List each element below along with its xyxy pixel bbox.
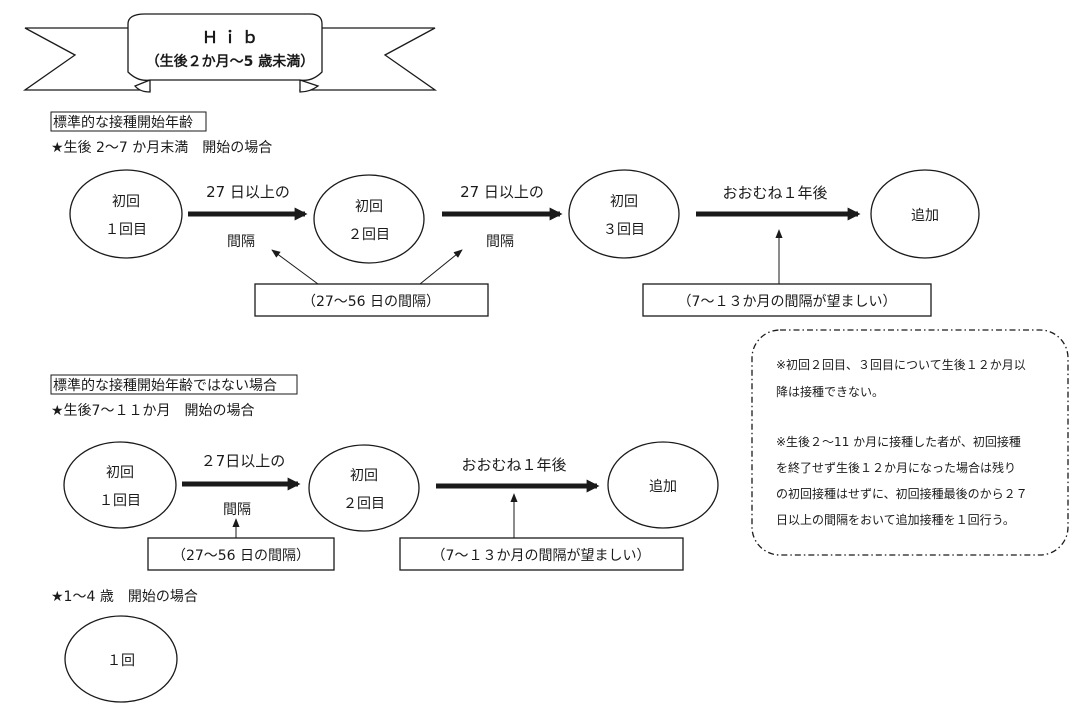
arrow1-label-top: ２7日以上の bbox=[201, 452, 286, 470]
node-dose3: 初回 ３回目 bbox=[568, 169, 680, 259]
section1-heading-box bbox=[50, 111, 207, 132]
section-standard: 標準的な接種開始年齢 ★生後 2～7 か月末満 開始の場合 初回 １回目 初回 … bbox=[50, 111, 980, 317]
title-banner: Ｈｉｂ （生後２か月～5 歳未満） bbox=[22, 13, 438, 93]
section-nonstandard: 標準的な接種開始年齢ではない場合 ★生後7～１１か月 開始の場合 初回 １回目 … bbox=[50, 374, 719, 571]
note-line: を終了せず生後１２か月になった場合は残り bbox=[776, 460, 1016, 475]
interval-box-text: （27～56 日の間隔） bbox=[302, 294, 440, 310]
pointer-right bbox=[419, 249, 463, 285]
section2-subheading: ★生後7～１１か月 開始の場合 bbox=[51, 403, 254, 419]
node-label-line2: ３回目 bbox=[603, 222, 645, 238]
banner-panel bbox=[127, 13, 323, 81]
node-label-line2: ２回目 bbox=[348, 227, 390, 243]
node-label: 追加 bbox=[911, 208, 939, 224]
pointer-left bbox=[271, 249, 319, 285]
interval-box-text: （7～１３か月の間隔が望ましい） bbox=[678, 294, 897, 310]
note-line: ※生後２～11 か月に接種した者が、初回接種 bbox=[776, 434, 1021, 449]
section1-heading: 標準的な接種開始年齢 bbox=[53, 114, 193, 131]
arrow2-label-bottom: 間隔 bbox=[486, 234, 514, 250]
interval-box-7-13: （7～１３か月の間隔が望ましい） bbox=[399, 537, 684, 571]
node-label-line2: ２回目 bbox=[343, 496, 385, 512]
node-dose2: 初回 ２回目 bbox=[313, 174, 425, 264]
node-label-line1: 初回 bbox=[355, 198, 383, 215]
arrow2-label: おおむね１年後 bbox=[461, 456, 566, 474]
note-box: ※初回２回目、３回目について生後１２か月以 降は接種できない。 ※生後２～11 … bbox=[751, 329, 1069, 556]
interval-box-27-56: （27～56 日の間隔） bbox=[254, 283, 489, 317]
node-label-line1: 初回 bbox=[610, 193, 638, 210]
note-line: 日以上の間隔をおいて追加接種を１回行う。 bbox=[776, 512, 1015, 527]
banner-right-curl bbox=[299, 79, 320, 93]
node-booster: 追加 bbox=[607, 441, 719, 529]
node-label-line1: 初回 bbox=[112, 193, 140, 210]
interval-box-text: （27～56 日の間隔） bbox=[172, 548, 310, 564]
banner-title: Ｈｉｂ bbox=[202, 28, 262, 47]
arrow1-label-top: 27 日以上の bbox=[206, 183, 290, 201]
note-line: ※初回２回目、３回目について生後１２か月以 bbox=[776, 358, 1026, 372]
interval-box-text: （7～１３か月の間隔が望ましい） bbox=[432, 548, 651, 564]
node-label-line1: 初回 bbox=[106, 464, 134, 481]
node-dose1: 初回 １回目 bbox=[69, 169, 183, 259]
section3-subheading: ★1～4 歳 開始の場合 bbox=[51, 589, 198, 605]
node-booster: 追加 bbox=[870, 169, 980, 259]
interval-box-27-56: （27～56 日の間隔） bbox=[147, 537, 335, 571]
section2-heading: 標準的な接種開始年齢ではない場合 bbox=[53, 377, 277, 394]
arrow1-label-bottom: 間隔 bbox=[223, 502, 251, 518]
node-label: １回 bbox=[107, 653, 135, 669]
node-dose1: 初回 １回目 bbox=[63, 441, 177, 529]
node-label-line2: １回目 bbox=[105, 222, 147, 238]
arrow3-label: おおむね１年後 bbox=[722, 184, 827, 202]
node-label: 追加 bbox=[649, 479, 677, 495]
node-label-line1: 初回 bbox=[350, 467, 378, 484]
node-single-dose: １回 bbox=[64, 615, 178, 703]
section2-heading-box bbox=[50, 374, 298, 395]
arrow2-label-top: 27 日以上の bbox=[460, 183, 544, 201]
section1-subheading: ★生後 2～7 か月末満 開始の場合 bbox=[51, 140, 272, 156]
section-age-1-4: ★1～4 歳 開始の場合 １回 bbox=[51, 589, 198, 703]
node-dose2: 初回 ２回目 bbox=[308, 444, 420, 532]
note-line: 降は接種できない。 bbox=[776, 384, 884, 399]
note-line: の初回接種はせずに、初回接種最後のから２７ bbox=[776, 486, 1028, 501]
interval-box-7-13: （7～１３か月の間隔が望ましい） bbox=[642, 283, 932, 317]
node-label-line2: １回目 bbox=[99, 493, 141, 509]
arrow1-label-bottom: 間隔 bbox=[227, 234, 255, 250]
banner-left-curl bbox=[133, 79, 151, 93]
banner-subtitle: （生後２か月～5 歳未満） bbox=[146, 53, 315, 70]
